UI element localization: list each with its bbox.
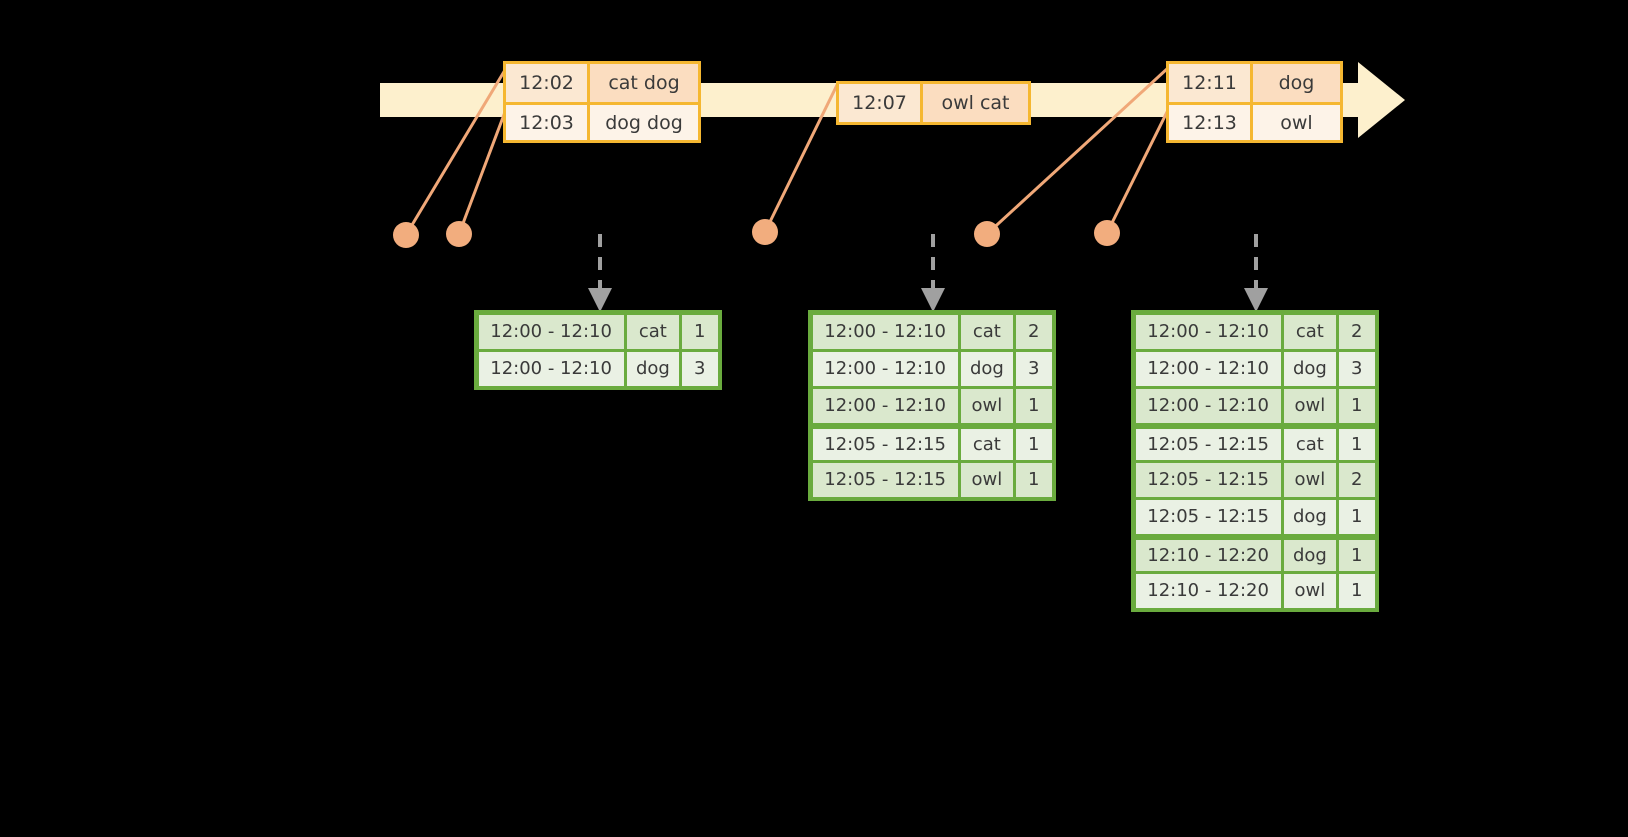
event-group-2[interactable]: 12:07 owl cat (836, 81, 1031, 125)
event-payload: dog dog (590, 105, 698, 140)
cell-window: 12:05 - 12:15 (812, 428, 958, 460)
cell-window: 12:10 - 12:20 (1135, 539, 1281, 571)
cell-key: cat (960, 428, 1014, 460)
table-row[interactable]: 12:05 - 12:15 cat 1 (811, 424, 1053, 461)
cell-key: dog (1283, 351, 1337, 386)
cell-key: cat (1283, 314, 1337, 349)
event-row[interactable]: 12:07 owl cat (839, 84, 1028, 122)
cell-key: cat (626, 314, 680, 349)
cell-count: 3 (1016, 351, 1052, 386)
table-row[interactable]: 12:05 - 12:15 owl 1 (811, 461, 1053, 498)
cell-key: owl (960, 388, 1014, 423)
cell-count: 1 (1339, 573, 1375, 608)
cell-count: 1 (1339, 499, 1375, 534)
cell-window: 12:05 - 12:15 (812, 462, 958, 497)
connector-dots (393, 219, 1120, 248)
event-time: 12:03 (506, 105, 590, 140)
cell-count: 1 (1016, 428, 1052, 460)
cell-count: 2 (1016, 314, 1052, 349)
cell-window: 12:00 - 12:10 (812, 314, 958, 349)
event-row[interactable]: 12:03 dog dog (506, 102, 698, 140)
table-row[interactable]: 12:00 - 12:10 dog 3 (1134, 350, 1376, 387)
connector-dot-2 (446, 221, 472, 247)
cell-key: dog (626, 351, 680, 386)
table-row[interactable]: 12:05 - 12:15 owl 2 (1134, 461, 1376, 498)
event-time: 12:02 (506, 64, 590, 102)
table-row[interactable]: 12:05 - 12:15 dog 1 (1134, 498, 1376, 535)
table-row[interactable]: 12:00 - 12:10 cat 2 (1134, 313, 1376, 350)
cell-count: 2 (1339, 314, 1375, 349)
table-row[interactable]: 12:00 - 12:10 dog 3 (811, 350, 1053, 387)
aggregation-snapshot-2[interactable]: 12:00 - 12:10 cat 2 12:00 - 12:10 dog 3 … (808, 310, 1056, 501)
cell-count: 1 (1016, 388, 1052, 423)
event-row[interactable]: 12:02 cat dog (506, 64, 698, 102)
cell-count: 2 (1339, 462, 1375, 497)
flow-arrows (588, 234, 1268, 312)
aggregation-snapshot-1[interactable]: 12:00 - 12:10 cat 1 12:00 - 12:10 dog 3 (474, 310, 722, 390)
event-row[interactable]: 12:11 dog (1169, 64, 1340, 102)
event-group-1[interactable]: 12:02 cat dog 12:03 dog dog (503, 61, 701, 143)
cell-window: 12:10 - 12:20 (1135, 573, 1281, 608)
cell-key: owl (1283, 388, 1337, 423)
table-row[interactable]: 12:10 - 12:20 dog 1 (1134, 535, 1376, 572)
cell-key: owl (960, 462, 1014, 497)
event-time: 12:13 (1169, 105, 1253, 140)
table-row[interactable]: 12:05 - 12:15 cat 1 (1134, 424, 1376, 461)
flow-arrow-1 (588, 234, 612, 312)
table-row[interactable]: 12:00 - 12:10 owl 1 (1134, 387, 1376, 424)
event-payload: owl (1253, 105, 1340, 140)
cell-count: 1 (1339, 428, 1375, 460)
connector-dot-1 (393, 222, 419, 248)
cell-window: 12:00 - 12:10 (812, 351, 958, 386)
connector-dot-4 (974, 221, 1000, 247)
cell-count: 1 (1016, 462, 1052, 497)
cell-window: 12:00 - 12:10 (1135, 351, 1281, 386)
table-row[interactable]: 12:00 - 12:10 owl 1 (811, 387, 1053, 424)
cell-key: owl (1283, 573, 1337, 608)
cell-key: owl (1283, 462, 1337, 497)
event-payload: owl cat (923, 84, 1028, 122)
event-time: 12:11 (1169, 64, 1253, 102)
cell-window: 12:00 - 12:10 (1135, 314, 1281, 349)
event-payload: cat dog (590, 64, 698, 102)
cell-window: 12:00 - 12:10 (812, 388, 958, 423)
connector-dot-3 (752, 219, 778, 245)
event-time: 12:07 (839, 84, 923, 122)
aggregation-snapshot-3[interactable]: 12:00 - 12:10 cat 2 12:00 - 12:10 dog 3 … (1131, 310, 1379, 612)
cell-window: 12:05 - 12:15 (1135, 462, 1281, 497)
cell-count: 1 (1339, 388, 1375, 423)
connector-dot-5 (1094, 220, 1120, 246)
cell-count: 3 (682, 351, 718, 386)
table-row[interactable]: 12:00 - 12:10 dog 3 (477, 350, 719, 387)
cell-window: 12:00 - 12:10 (478, 314, 624, 349)
cell-key: dog (960, 351, 1014, 386)
event-row[interactable]: 12:13 owl (1169, 102, 1340, 140)
cell-key: dog (1283, 499, 1337, 534)
cell-key: cat (960, 314, 1014, 349)
flow-arrow-3 (1244, 234, 1268, 312)
table-row[interactable]: 12:00 - 12:10 cat 1 (477, 313, 719, 350)
event-group-3[interactable]: 12:11 dog 12:13 owl (1166, 61, 1343, 143)
cell-key: dog (1283, 539, 1337, 571)
cell-window: 12:05 - 12:15 (1135, 428, 1281, 460)
cell-key: cat (1283, 428, 1337, 460)
table-row[interactable]: 12:00 - 12:10 cat 2 (811, 313, 1053, 350)
cell-window: 12:05 - 12:15 (1135, 499, 1281, 534)
cell-count: 1 (1339, 539, 1375, 571)
event-payload: dog (1253, 64, 1340, 102)
flow-arrow-2 (921, 234, 945, 312)
cell-count: 1 (682, 314, 718, 349)
table-row[interactable]: 12:10 - 12:20 owl 1 (1134, 572, 1376, 609)
cell-count: 3 (1339, 351, 1375, 386)
cell-window: 12:00 - 12:10 (1135, 388, 1281, 423)
cell-window: 12:00 - 12:10 (478, 351, 624, 386)
